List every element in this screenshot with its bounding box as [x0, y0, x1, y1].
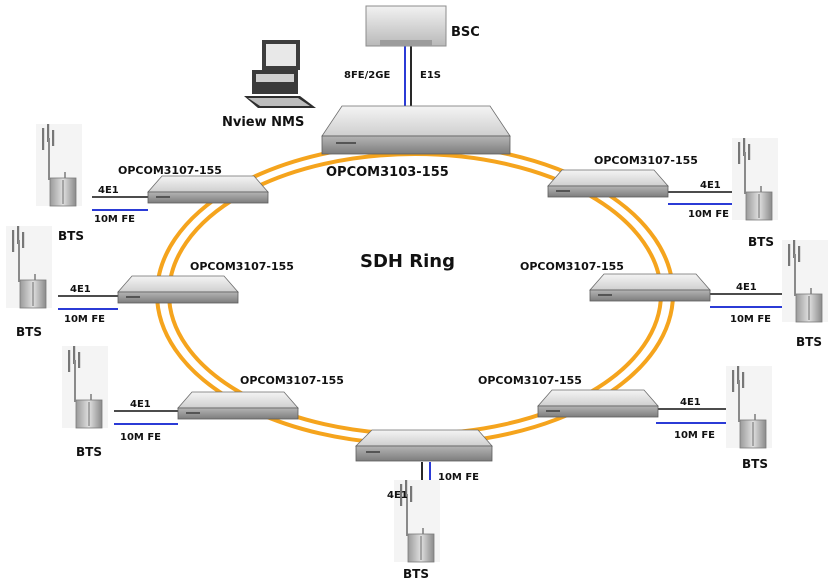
node-n6-label: OPCOM3107-155: [478, 374, 582, 387]
computer-icon: [244, 40, 316, 108]
node-n1-fe-label: 10M FE: [94, 214, 135, 225]
node-n2: [547, 137, 779, 221]
node-n5-e1-label: 4E1: [130, 399, 151, 410]
node-n2-e1-label: 4E1: [700, 180, 721, 191]
node-n3-fe-label: 10M FE: [64, 314, 105, 325]
node-n2-bts-label: BTS: [748, 235, 774, 249]
node-n4-label: OPCOM3107-155: [520, 260, 624, 273]
nms-label: Nview NMS: [222, 115, 304, 130]
node-n4: [589, 239, 829, 323]
node-n3-bts-label: BTS: [16, 325, 42, 339]
node-n4-fe-label: 10M FE: [730, 314, 771, 325]
node-n5-label: OPCOM3107-155: [240, 374, 344, 387]
node-n4-bts-label: BTS: [796, 335, 822, 349]
core-node-device: [321, 105, 511, 155]
node-n6-e1-label: 4E1: [680, 397, 701, 408]
node-n5-fe-label: 10M FE: [120, 432, 161, 443]
node-bottom-e1-label: 4E1: [387, 490, 408, 501]
bsc-port-left-label: 8FE/2GE: [344, 70, 390, 81]
node-n4-e1-label: 4E1: [736, 282, 757, 293]
node-n1-bts-label: BTS: [58, 229, 84, 243]
node-n1-e1-label: 4E1: [98, 185, 119, 196]
node-bottom-fe-label: 10M FE: [438, 472, 479, 483]
ring-label: SDH Ring: [360, 251, 455, 272]
node-n6-bts-label: BTS: [742, 457, 768, 471]
node-bottom: [355, 429, 493, 563]
node-n6: [537, 365, 773, 449]
node-n2-fe-label: 10M FE: [688, 209, 729, 220]
bsc-port-right-label: E1S: [420, 70, 441, 81]
node-n6-fe-label: 10M FE: [674, 430, 715, 441]
node-n1-label: OPCOM3107-155: [118, 164, 222, 177]
bsc-device: [365, 5, 447, 47]
node-n5-bts-label: BTS: [76, 445, 102, 459]
bsc-uplink-links: [404, 42, 412, 108]
bsc-label: BSC: [451, 25, 480, 40]
node-n3: [5, 225, 239, 310]
node-n3-e1-label: 4E1: [70, 284, 91, 295]
node-n3-label: OPCOM3107-155: [190, 260, 294, 273]
node-n1: [35, 123, 269, 211]
core-node-label: OPCOM3103-155: [326, 165, 449, 180]
node-n5: [61, 345, 299, 429]
node-n2-label: OPCOM3107-155: [594, 154, 698, 167]
node-bottom-bts-label: BTS: [403, 567, 429, 581]
